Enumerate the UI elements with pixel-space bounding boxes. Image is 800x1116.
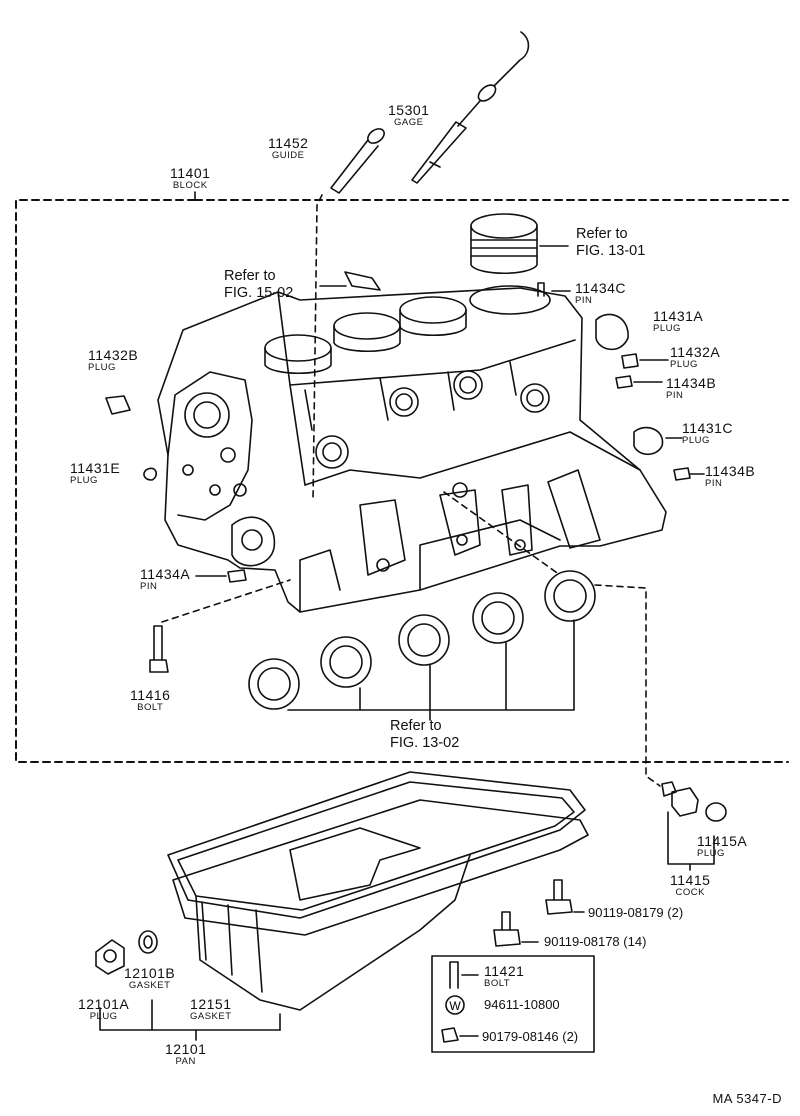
small-parts <box>105 282 705 583</box>
bearings <box>248 491 661 787</box>
drain-plug <box>95 930 281 1041</box>
bolt-90119-08179: 90119-08179 (2) <box>588 905 684 920</box>
pan-bolts <box>431 879 595 1053</box>
bolt-90119-08178: 90119-08178 (14) <box>544 934 647 949</box>
washer-symbol: W <box>445 995 465 1015</box>
piston-refer <box>470 213 569 274</box>
dipstick-gage <box>411 31 530 184</box>
svg-text:W: W <box>449 999 461 1013</box>
nut-90179-08146: 90179-08146 (2) <box>482 1029 579 1044</box>
drain-cock <box>661 781 727 871</box>
bolt-11416 <box>149 579 291 673</box>
block-frame <box>15 191 789 763</box>
washer-94611-10800: 94611-10800 <box>484 997 560 1012</box>
figure-code: MA 5347-D <box>712 1091 782 1106</box>
oil-pan <box>167 771 589 1031</box>
engine-block <box>157 271 667 613</box>
guide-tube <box>312 128 385 501</box>
